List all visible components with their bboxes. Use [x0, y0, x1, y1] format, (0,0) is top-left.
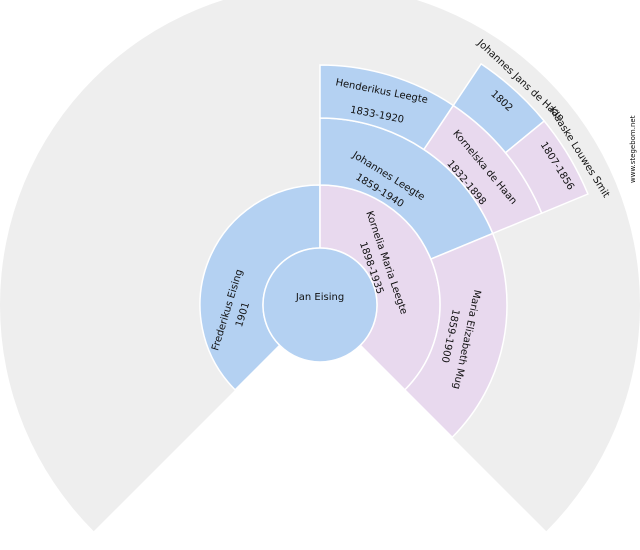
- root-circle: [262, 247, 378, 363]
- segment-shape: [504, 119, 589, 215]
- ancestor-segment-frederikus-eising[interactable]: Frederikus Eising 1901: [199, 184, 321, 391]
- root-person[interactable]: Jan Eising: [262, 247, 378, 363]
- segment-shape: [403, 232, 508, 439]
- ancestor-segment-maria-elizabeth-mug[interactable]: Maria Elizabeth Mug 1859-1900: [403, 232, 508, 439]
- watermark-text: www.stegebom.net: [629, 115, 637, 183]
- ancestor-segment-kornelia-maria-leegte[interactable]: Kornelia Maria Leegte 1898-1935: [319, 184, 441, 391]
- root-name: Jan Eising: [295, 292, 344, 303]
